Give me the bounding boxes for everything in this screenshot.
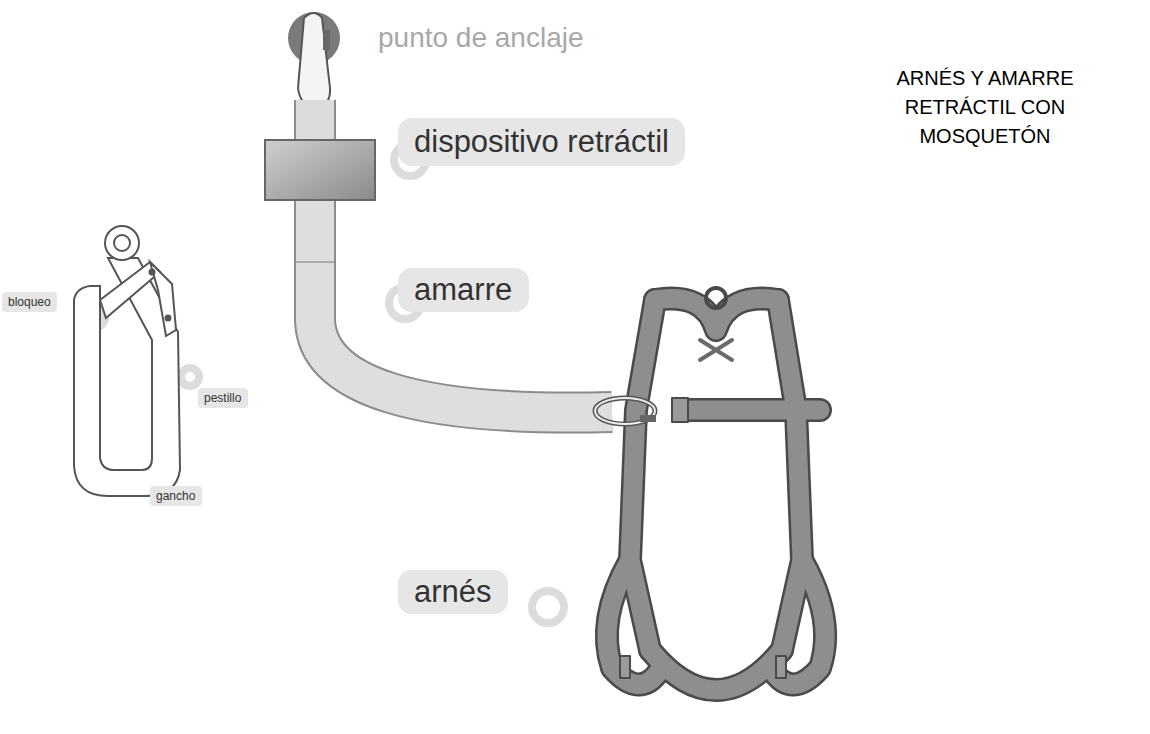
part-label: punto de anclaje — [378, 22, 584, 54]
harness — [607, 288, 825, 690]
carabiner-lock — [323, 30, 330, 50]
retractile-device — [265, 140, 375, 200]
strap-top — [294, 100, 336, 140]
top-carabiner — [298, 13, 330, 108]
callout-text: bloqueo — [8, 295, 51, 309]
callout-text: pestillo — [204, 391, 242, 405]
callout-pill: arnés — [398, 570, 508, 614]
callout-pill: dispositivo retráctil — [398, 118, 685, 166]
callout-text: arnés — [414, 574, 492, 610]
diagram-title: ARNÉS Y AMARRE RETRÁCTIL CON MOSQUETÓN — [860, 64, 1110, 151]
callout-text: gancho — [156, 489, 196, 503]
callout-pill: gancho — [150, 486, 202, 506]
callout-pill: amarre — [398, 268, 529, 312]
callout-text: dispositivo retráctil — [414, 124, 669, 160]
snap-hook — [74, 226, 180, 496]
callout-pill: pestillo — [198, 388, 248, 408]
callout-pill: bloqueo — [2, 292, 57, 312]
lanyard-strap — [315, 198, 612, 413]
callout-text: amarre — [414, 272, 513, 308]
chest-carabiner — [595, 398, 655, 424]
